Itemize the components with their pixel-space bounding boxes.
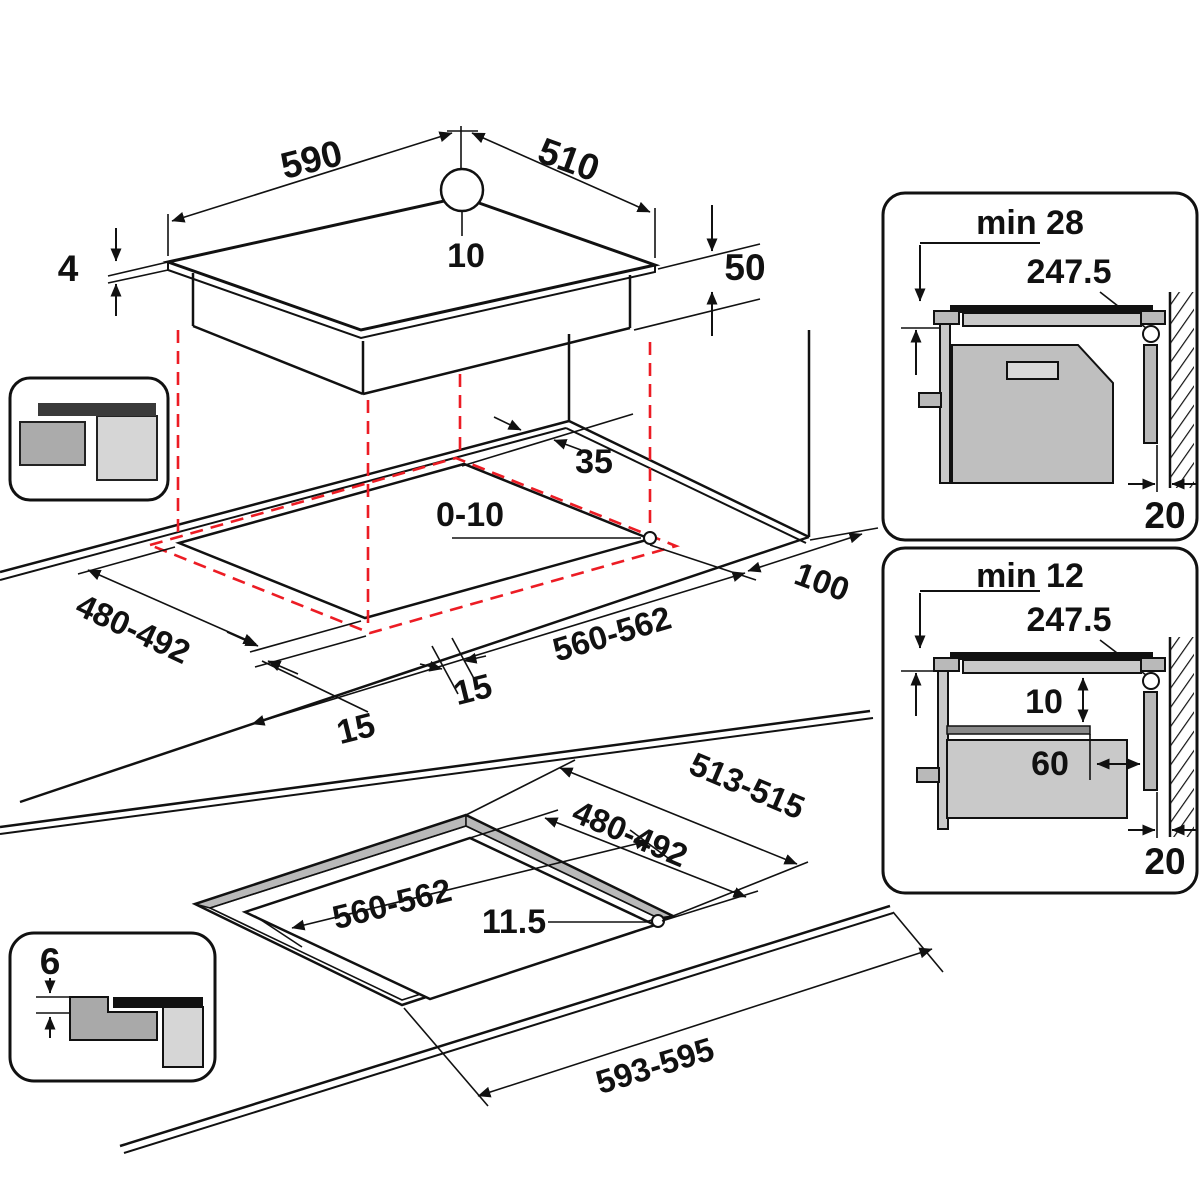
inset-worktop-rabbet xyxy=(69,996,158,1041)
detail-panel-min12: min 12 247.5 10 60 20 xyxy=(881,546,1199,895)
svg-text:480-492: 480-492 xyxy=(71,586,196,671)
svg-text:11.5: 11.5 xyxy=(482,903,546,941)
svg-text:50: 50 xyxy=(724,247,765,288)
svg-text:0-10: 0-10 xyxy=(436,496,504,534)
separator-shelf xyxy=(946,725,1091,735)
rear-spacer-bar-2 xyxy=(1143,691,1158,791)
hob-glass-edge xyxy=(167,262,656,340)
panel-min28-center: 247.5 xyxy=(1026,253,1111,291)
dim-rabbet-6: 6 xyxy=(40,941,61,982)
svg-text:513-515: 513-515 xyxy=(684,745,810,826)
worktop-section-bar xyxy=(950,305,1153,313)
svg-text:560-562: 560-562 xyxy=(549,599,676,669)
worktop-cutout-view: 35 0-10 480-492 15 15 xyxy=(0,330,879,804)
svg-text:510: 510 xyxy=(533,130,605,190)
inset-worktop-bar xyxy=(38,403,156,416)
svg-text:100: 100 xyxy=(790,555,854,609)
wall-hatching xyxy=(1170,292,1194,488)
dim-0-10: 0-10 xyxy=(436,496,657,545)
panel-min12-wall-gap: 20 xyxy=(1144,841,1185,882)
hob-isometric-view: 10 590 510 4 50 xyxy=(58,126,766,396)
detail-panel-min28: min 28 247.5 20 xyxy=(881,191,1199,542)
inset-hob-body xyxy=(162,1006,204,1068)
panel-min12-vent-gap: 10 xyxy=(1025,683,1063,721)
svg-text:35: 35 xyxy=(575,443,613,481)
worktop-section-bar-2 xyxy=(950,652,1153,660)
center-distance-marker-2 xyxy=(1142,672,1160,690)
dim-4: 4 xyxy=(58,228,169,316)
oven-vent xyxy=(1006,361,1059,380)
fixing-bracket-left-2 xyxy=(933,657,960,672)
flush-inset: 6 xyxy=(8,931,217,1083)
fixing-bracket-left xyxy=(933,310,960,325)
rear-spacer-bar xyxy=(1143,344,1158,444)
wall-hatching-2 xyxy=(1170,637,1194,837)
drawer-box xyxy=(946,739,1128,819)
hob-body xyxy=(191,273,632,396)
svg-text:15: 15 xyxy=(450,667,496,713)
surface-mount-inset xyxy=(8,376,170,502)
hob-section-body xyxy=(962,312,1142,327)
flush-recess-view: 11.5 513-515 480-492 560-562 xyxy=(0,709,944,1154)
svg-text:4: 4 xyxy=(58,248,79,289)
hob-section-body-2 xyxy=(962,659,1142,674)
svg-text:590: 590 xyxy=(276,132,346,187)
inset-cabinet-left xyxy=(19,421,86,466)
flush-cutout xyxy=(241,836,659,1001)
svg-text:15: 15 xyxy=(333,706,379,752)
panel-min12-shelf-gap: 60 xyxy=(1031,745,1069,783)
panel-min28-wall-gap: 20 xyxy=(1144,495,1185,536)
dim-35: 35 xyxy=(461,413,634,481)
center-distance-marker xyxy=(1142,325,1160,343)
svg-text:480-492: 480-492 xyxy=(567,793,693,874)
fixing-bracket-right xyxy=(1140,310,1166,325)
worktop-cutout xyxy=(175,462,654,620)
panel-min12-title: min 12 xyxy=(976,557,1084,595)
cabinet-foot-tab xyxy=(918,392,942,408)
svg-text:593-595: 593-595 xyxy=(592,1030,719,1101)
inset-cabinet-right xyxy=(96,415,158,481)
cabinet-foot-tab-2 xyxy=(916,767,940,783)
dim-hole-offset: 10 xyxy=(447,237,485,275)
hob-glass-top xyxy=(162,195,661,332)
fixing-bracket-right-2 xyxy=(1140,657,1166,672)
panel-min12-center: 247.5 xyxy=(1026,601,1111,639)
inset-flush-glass xyxy=(113,997,203,1008)
oven-body xyxy=(951,344,1114,484)
panel-min28-title: min 28 xyxy=(976,204,1084,242)
dim-15-right: 15 xyxy=(419,637,496,713)
dim-100: 100 xyxy=(747,527,879,609)
dim-50: 50 xyxy=(633,205,766,336)
hole-circle xyxy=(439,167,485,213)
